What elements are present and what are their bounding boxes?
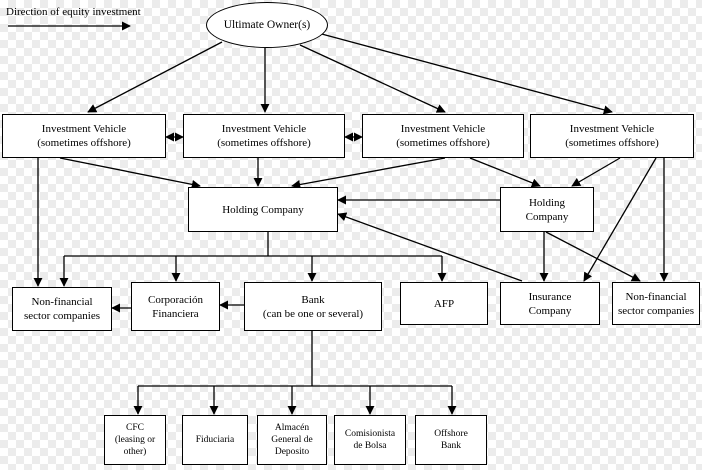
offshore-bank-node: Offshore Bank bbox=[415, 415, 487, 465]
edge-owner-iv1 bbox=[87, 41, 223, 113]
investment-vehicle-1-node: Investment Vehicle (sometimes offshore) bbox=[2, 114, 166, 158]
edge-holdingright-nonfin bbox=[545, 231, 641, 282]
legend-label: Direction of equity investment bbox=[6, 6, 141, 18]
non-financial-right-node: Non-financial sector companies bbox=[612, 282, 700, 325]
edge-owner-iv3 bbox=[299, 44, 446, 113]
investment-vehicle-4-node: Investment Vehicle (sometimes offshore) bbox=[530, 114, 694, 158]
holding-company-right-node: Holding Company bbox=[500, 187, 594, 232]
edge-iv1-holding bbox=[59, 157, 201, 189]
almacen-general-node: Almacén General de Deposito bbox=[257, 415, 327, 465]
bank-node: Bank (can be one or several) bbox=[244, 282, 382, 331]
edge-iv3-holdingright bbox=[469, 157, 541, 188]
holding-company-node: Holding Company bbox=[188, 187, 338, 232]
investment-vehicle-2-node: Investment Vehicle (sometimes offshore) bbox=[183, 114, 345, 158]
investment-vehicle-3-node: Investment Vehicle (sometimes offshore) bbox=[362, 114, 524, 158]
comisionista-de-bolsa-node: Comisionista de Bolsa bbox=[334, 415, 406, 465]
afp-node: AFP bbox=[400, 282, 488, 325]
edge-iv3-holding bbox=[291, 157, 446, 190]
ultimate-owners-node: Ultimate Owner(s) bbox=[206, 2, 328, 48]
edge-iv4-insurance bbox=[583, 157, 657, 282]
edge-iv4-holdingright bbox=[571, 157, 621, 187]
corporacion-financiera-node: Corporación Financiera bbox=[131, 282, 220, 331]
edge-insurance-holding bbox=[337, 212, 523, 282]
insurance-company-node: Insurance Company bbox=[500, 282, 600, 325]
edge-owner-iv4 bbox=[317, 32, 613, 115]
non-financial-left-node: Non-financial sector companies bbox=[12, 287, 112, 331]
cfc-node: CFC (leasing or other) bbox=[104, 415, 166, 465]
fiduciaria-node: Fiduciaria bbox=[182, 415, 248, 465]
